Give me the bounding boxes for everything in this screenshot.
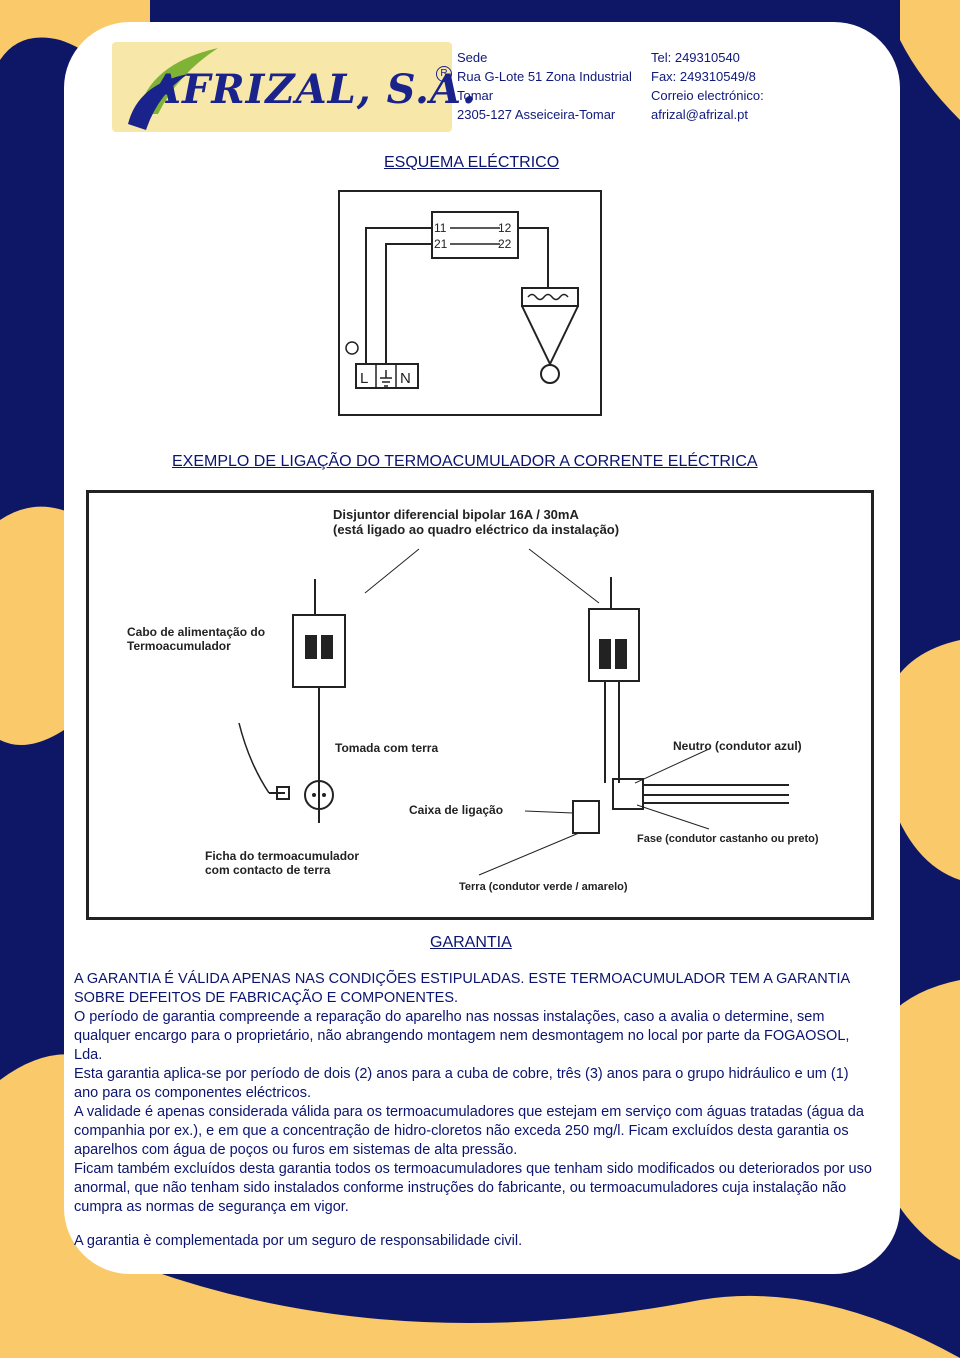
terminal-12: 12	[498, 221, 512, 235]
electrical-schema-diagram: 11 12 21 22 L N	[338, 190, 602, 416]
earth-label: Terra (condutor verde / amarelo)	[459, 881, 628, 893]
terminal-11: 11	[434, 221, 447, 235]
plug-label: Ficha do termoacumulador com contacto de…	[205, 849, 359, 877]
supply-cable-label-line2: Termoacumulador	[127, 639, 231, 653]
supply-cable-label-line1: Cabo de alimentação do	[127, 625, 266, 639]
breaker-label: Disjuntor diferencial bipolar 16A / 30mA…	[333, 507, 619, 537]
warranty-paragraph: A validade é apenas considerada válida p…	[74, 1104, 864, 1158]
wiring-drawing	[238, 548, 789, 876]
socket-label: Tomada com terra	[335, 741, 439, 755]
earth-icon	[380, 370, 392, 387]
address-line: Sede	[457, 50, 488, 65]
wiring-illustration: Disjuntor diferencial bipolar 16A / 30mA…	[86, 490, 874, 920]
address-line: Rua G-Lote 51 Zona Industrial	[457, 69, 632, 84]
warranty-title: GARANTIA	[430, 934, 512, 951]
terminal-22: 22	[498, 237, 512, 251]
supply-cable-label: Cabo de alimentação do Termoacumulador	[127, 625, 265, 653]
plug-label-line1: Ficha do termoacumulador	[205, 849, 360, 863]
connection-example-title: EXEMPLO DE LIGAÇÃO DO TERMOACUMULADOR A …	[172, 453, 758, 470]
paragraph-gap	[74, 1217, 874, 1232]
schema-drawing: 11 12 21 22 L N	[345, 211, 579, 389]
terminal-21: 21	[434, 237, 448, 251]
fax-number: Fax: 249310549/8	[651, 69, 756, 84]
terminal-n: N	[400, 370, 411, 387]
terminal-l: L	[360, 370, 368, 387]
floral-shape-right-top	[900, 0, 960, 120]
warranty-paragraph: A garantia è complementada por um seguro…	[74, 1233, 523, 1249]
warranty-paragraph: Ficam também excluídos desta garantia to…	[74, 1161, 872, 1215]
email-link[interactable]: afrizal@afrizal.pt	[651, 107, 749, 122]
plug-icon	[269, 786, 290, 800]
floral-shape-bottom	[150, 1270, 960, 1358]
warranty-paragraph: A GARANTIA É VÁLIDA APENAS NAS CONDIÇÕES…	[74, 971, 850, 1006]
warranty-paragraph: Esta garantia aplica-se por período de d…	[74, 1066, 849, 1101]
warranty-text: A GARANTIA É VÁLIDA APENAS NAS CONDIÇÕES…	[74, 970, 874, 1251]
company-logo-text: AFRIZAL, S.A.	[150, 66, 477, 113]
address-line: Tomar	[457, 88, 494, 103]
leaf-icon	[128, 48, 218, 130]
schema-title: ESQUEMA ELÉCTRICO	[384, 154, 560, 171]
address-line: 2305-127 Asseiceira-Tomar	[457, 107, 616, 122]
breaker-label-line2: (está ligado ao quadro eléctrico da inst…	[333, 522, 620, 537]
junction-box-label: Caixa de ligação	[409, 803, 504, 817]
neutral-label: Neutro (condutor azul)	[673, 739, 802, 753]
phone-number: Tel: 249310540	[651, 50, 740, 65]
registered-mark-icon: R	[436, 66, 452, 82]
phase-label: Fase (condutor castanho ou preto)	[637, 833, 819, 845]
plug-label-line2: com contacto de terra	[205, 863, 331, 877]
warranty-paragraph: O período de garantia compreende a repar…	[74, 1009, 850, 1063]
indicator-lamp-icon	[345, 341, 359, 355]
company-contacts: Tel: 249310540 Fax: 249310549/8 Correio …	[651, 48, 764, 124]
company-address: Sede Rua G-Lote 51 Zona Industrial Tomar…	[457, 48, 632, 124]
email-label: Correio electrónico:	[651, 88, 764, 103]
socket-icon	[304, 780, 334, 810]
floral-shape-right-mid	[879, 640, 960, 880]
breaker-label-line1: Disjuntor diferencial bipolar 16A / 30mA	[333, 507, 579, 522]
